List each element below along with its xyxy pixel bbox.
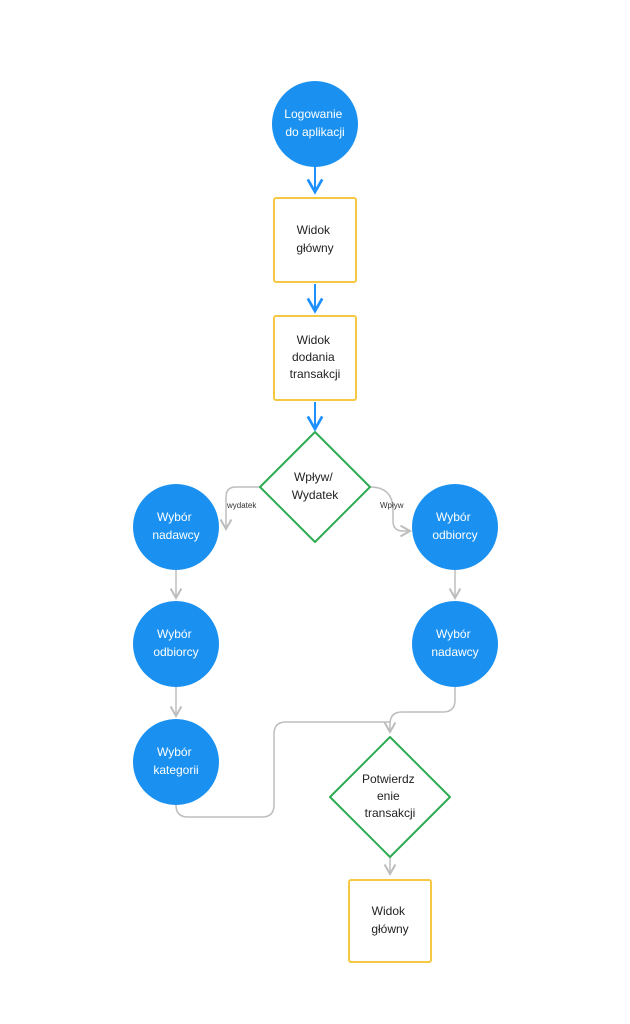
income-expense-label: Wpływ/ Wydatek bbox=[292, 470, 340, 502]
main-view-rect-2 bbox=[348, 879, 432, 963]
income-expense-decision-node: Wpływ/ Wydatek bbox=[259, 431, 371, 543]
login-label: Logowanie do aplikacji bbox=[284, 107, 345, 139]
main-view-node-1: Widok główny bbox=[273, 197, 357, 283]
left-sender-node: Wybór nadawcy bbox=[133, 484, 219, 570]
add-transaction-line-3: transakcji bbox=[290, 367, 341, 381]
category-node: Wybór kategorii bbox=[133, 719, 219, 805]
right-sender-line-2: nadawcy bbox=[431, 645, 478, 659]
main-view-rect-1 bbox=[273, 197, 357, 283]
category-label: Wybór kategorii bbox=[153, 745, 198, 777]
add-transaction-line-2: dodania bbox=[292, 350, 335, 364]
left-sender-line-2: nadawcy bbox=[152, 528, 199, 542]
login-label-line-2: do aplikacji bbox=[285, 125, 344, 139]
add-transaction-view-label: Widok dodania transakcji bbox=[290, 333, 341, 381]
confirm-line-3: transakcji bbox=[365, 806, 416, 820]
right-recipient-circle bbox=[412, 484, 498, 570]
main-view-1-line-2: główny bbox=[296, 241, 333, 255]
main-view-node-2: Widok główny bbox=[348, 879, 432, 963]
edge-right-sender-to-confirm bbox=[383, 686, 456, 735]
edge-label-income: Wpływ bbox=[380, 501, 404, 510]
left-recipient-circle bbox=[133, 601, 219, 687]
main-view-2-line-1: Widok bbox=[372, 904, 406, 918]
add-transaction-view-node: Widok dodania transakcji bbox=[273, 315, 357, 401]
right-sender-label: Wybór nadawcy bbox=[431, 627, 478, 659]
left-recipient-line-2: odbiorcy bbox=[153, 645, 198, 659]
left-sender-label: Wybór nadawcy bbox=[152, 510, 199, 542]
main-view-1-line-1: Widok bbox=[297, 223, 331, 237]
edge-category-to-confirm bbox=[175, 721, 390, 818]
right-recipient-label: Wybór odbiorcy bbox=[432, 510, 477, 542]
confirm-decision-label: Potwierdz enie transakcji bbox=[362, 772, 418, 820]
confirm-line-1: Potwierdz bbox=[362, 772, 415, 786]
income-expense-diamond bbox=[259, 431, 371, 543]
add-transaction-line-1: Widok bbox=[297, 333, 331, 347]
edge-decision-to-right-recipient bbox=[369, 486, 413, 538]
right-sender-line-1: Wybór bbox=[436, 627, 471, 641]
right-recipient-line-1: Wybór bbox=[436, 510, 471, 524]
left-recipient-node: Wybór odbiorcy bbox=[133, 601, 219, 687]
add-transaction-view-rect bbox=[273, 315, 357, 401]
main-view-label-1: Widok główny bbox=[296, 223, 333, 255]
left-recipient-label: Wybór odbiorcy bbox=[153, 627, 198, 659]
income-expense-line-2: Wydatek bbox=[292, 488, 340, 502]
login-node: Logowanie do aplikacji bbox=[272, 81, 358, 167]
category-circle bbox=[133, 719, 219, 805]
confirm-decision-diamond bbox=[329, 736, 451, 858]
category-line-1: Wybór bbox=[157, 745, 192, 759]
left-sender-line-1: Wybór bbox=[157, 510, 192, 524]
right-sender-node: Wybór nadawcy bbox=[412, 601, 498, 687]
main-view-label-2: Widok główny bbox=[371, 904, 408, 936]
right-recipient-node: Wybór odbiorcy bbox=[412, 484, 498, 570]
left-sender-circle bbox=[133, 484, 219, 570]
right-sender-circle bbox=[412, 601, 498, 687]
category-line-2: kategorii bbox=[153, 763, 198, 777]
login-circle bbox=[272, 81, 358, 167]
confirm-decision-node: Potwierdz enie transakcji bbox=[329, 736, 451, 858]
edge-label-expense: wydatek bbox=[226, 501, 257, 510]
right-recipient-line-2: odbiorcy bbox=[432, 528, 477, 542]
left-recipient-line-1: Wybór bbox=[157, 627, 192, 641]
main-view-2-line-2: główny bbox=[371, 922, 408, 936]
edge-decision-to-left-sender bbox=[219, 486, 260, 532]
income-expense-line-1: Wpływ/ bbox=[294, 470, 333, 484]
confirm-line-2: enie bbox=[377, 789, 400, 803]
login-label-line-1: Logowanie bbox=[284, 107, 342, 121]
